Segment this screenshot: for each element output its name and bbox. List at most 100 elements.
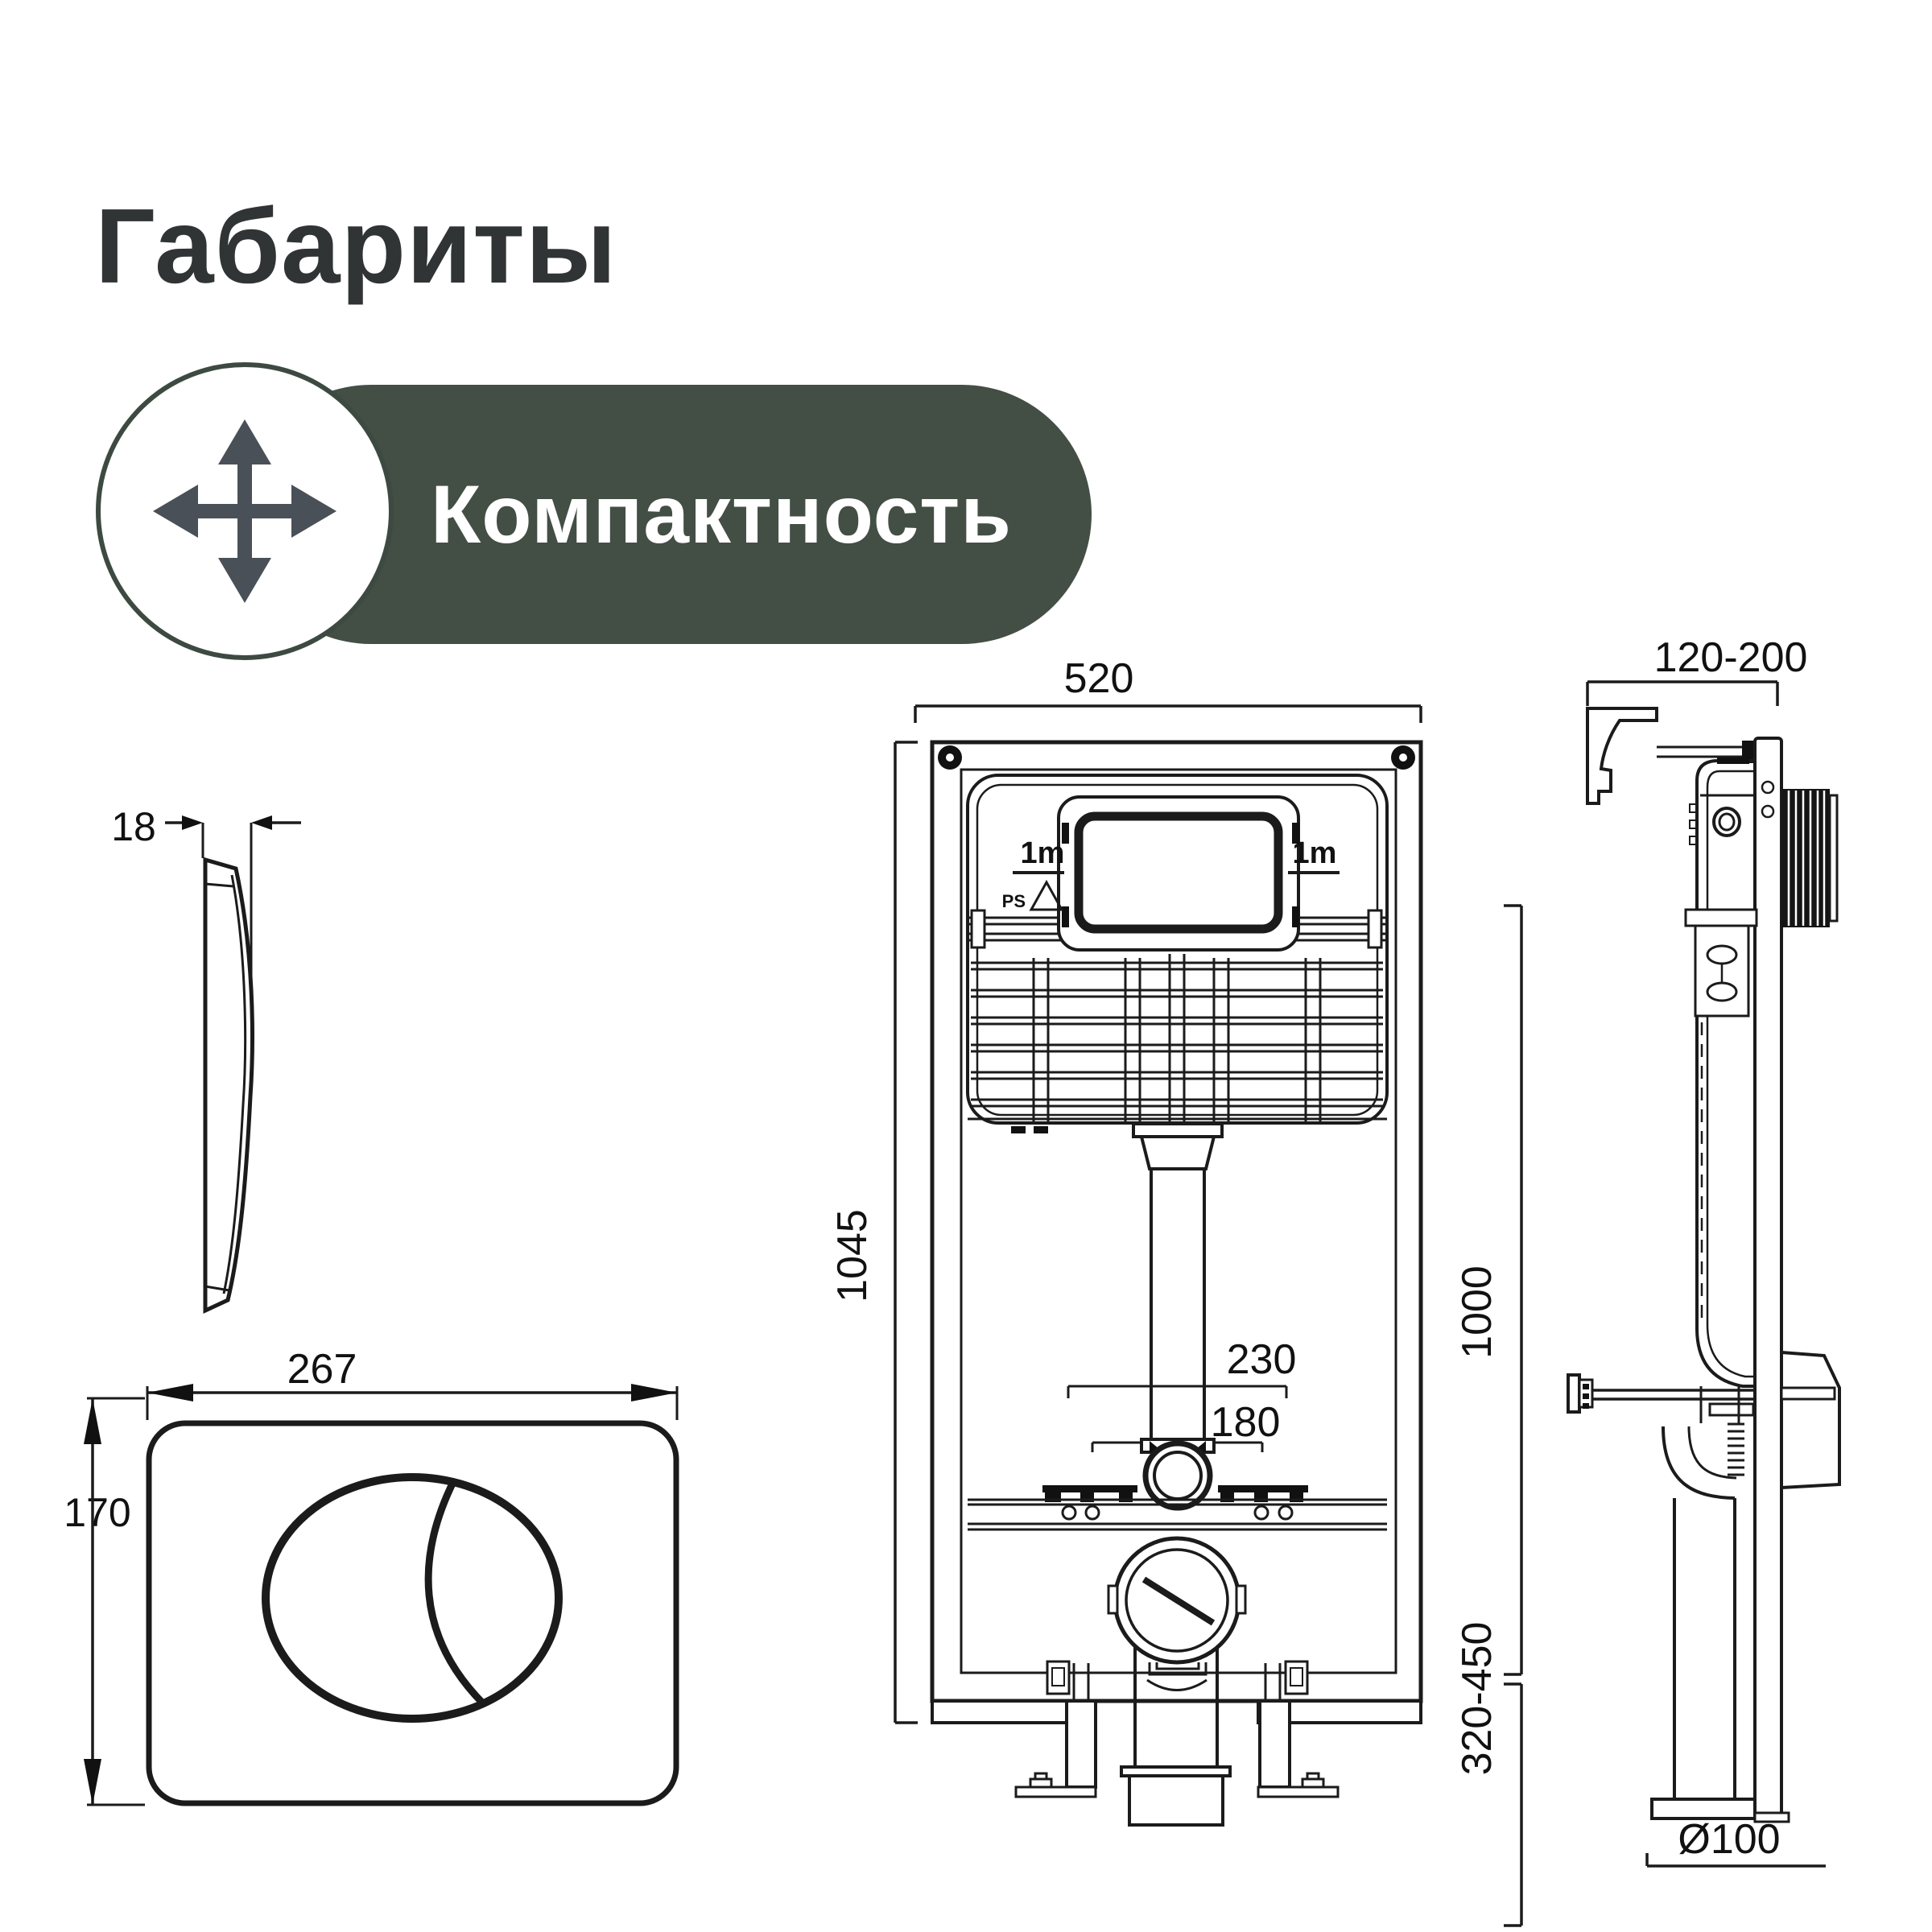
fixing-plate xyxy=(1218,1485,1308,1492)
dimension-line xyxy=(1504,904,1523,1676)
duct-plate xyxy=(1780,1386,1836,1401)
wall-bracket xyxy=(1586,707,1658,805)
plate-profile-inner-curve xyxy=(222,874,247,1294)
dim-spacing-upper: 230 xyxy=(1067,1336,1297,1398)
arrowhead xyxy=(631,1384,677,1402)
window-tab xyxy=(1292,823,1299,844)
access-window-inner xyxy=(1074,811,1283,934)
leg-extensions xyxy=(1072,1663,1282,1701)
elbow-outer-arc xyxy=(1662,1426,1736,1500)
dim-depth-range: 120-200 xyxy=(1586,634,1808,706)
bar-screw xyxy=(1761,780,1775,795)
tank-notches xyxy=(1689,803,1698,845)
dim-plate-width: 267 xyxy=(146,1346,679,1420)
cistern-inner xyxy=(976,783,1379,1117)
bolt-hole xyxy=(1061,1505,1077,1521)
arrow-left xyxy=(153,485,198,538)
outlet-box xyxy=(1128,1774,1224,1827)
dim-text-plate-height: 170 xyxy=(64,1490,130,1535)
arrowhead xyxy=(84,1398,101,1444)
dim-text-thickness: 18 xyxy=(111,804,156,849)
bar-screw xyxy=(1761,804,1775,819)
badge-icon-circle xyxy=(96,362,394,660)
bar-foot xyxy=(1753,1811,1790,1823)
dim-outlet-range: 320-450 xyxy=(1454,1622,1523,1927)
drain-clip xyxy=(1235,1584,1247,1615)
adjustable-leg xyxy=(1065,1699,1097,1789)
arrowhead xyxy=(182,815,203,830)
dimension-underline xyxy=(1645,1853,1826,1868)
flush-button-divider xyxy=(424,1480,486,1707)
plate-rim-lines xyxy=(204,882,234,1292)
drain-socket-arc xyxy=(1146,1678,1208,1691)
rail-tab xyxy=(970,909,986,949)
bolt-hole xyxy=(1278,1505,1294,1521)
leg-clamp xyxy=(1284,1660,1309,1695)
dim-frame-width: 520 xyxy=(914,655,1422,723)
frame-side-view: 120-200 xyxy=(1567,634,1841,1868)
arrow-up xyxy=(218,419,271,464)
drain-clip xyxy=(1107,1584,1119,1615)
support-rod xyxy=(1575,1389,1753,1401)
rod-flange xyxy=(1567,1373,1581,1414)
material-mark: PS xyxy=(1002,891,1026,911)
rib-columns xyxy=(1032,954,1322,1124)
dim-text-180: 180 xyxy=(1211,1399,1281,1446)
fixing-plate xyxy=(1042,1485,1137,1492)
dim-text-depth: 120-200 xyxy=(1654,634,1808,681)
drain-opening-inner xyxy=(1125,1548,1229,1653)
extension-line xyxy=(146,1386,679,1420)
plate-side-view: 18 xyxy=(111,804,301,1314)
screw-dot xyxy=(946,753,954,762)
arrowhead xyxy=(251,815,272,830)
bolt-holes xyxy=(1061,1505,1294,1521)
dim-text-total-height: 1045 xyxy=(829,1209,876,1302)
button-shaft-hole-inner xyxy=(1718,812,1736,832)
dimension-line xyxy=(894,741,918,1724)
leg-clamp xyxy=(1046,1660,1071,1695)
flush-button-oval xyxy=(262,1473,563,1723)
dim-pipe-diameter: Ø100 xyxy=(1645,1816,1826,1868)
tank-side-inner xyxy=(1706,770,1755,1378)
bolt-hole xyxy=(1253,1505,1269,1521)
move-arrows-icon xyxy=(153,419,336,603)
rod-bracket xyxy=(1708,1402,1755,1417)
drain-bracket xyxy=(1148,1662,1208,1676)
plate-profile-outline xyxy=(203,857,254,1314)
extension-line xyxy=(87,1397,145,1806)
meter-marks: 1m 1m PS xyxy=(1002,836,1340,911)
adjustable-leg xyxy=(1258,1699,1291,1789)
dim-text-plate-width: 267 xyxy=(287,1346,357,1393)
page-title: Габариты xyxy=(95,187,617,305)
pipe-collar xyxy=(1139,1135,1216,1170)
window-tab xyxy=(1062,823,1069,844)
frame-inner xyxy=(960,768,1397,1674)
dim-text-230: 230 xyxy=(1227,1336,1297,1383)
window-tab xyxy=(1062,906,1069,927)
dimension-line xyxy=(1586,680,1779,706)
pipe-collar-bottom xyxy=(1650,1798,1757,1820)
block-side-plate xyxy=(1828,794,1839,923)
rail-tab xyxy=(1367,909,1383,949)
seal-corrugation xyxy=(1728,1422,1744,1476)
bracket-arm xyxy=(1657,745,1748,758)
dimension-line xyxy=(1067,1385,1288,1398)
bolt-hole xyxy=(1084,1505,1100,1521)
corner-screws xyxy=(938,745,1415,770)
icon-cross-horizontal xyxy=(188,504,301,518)
dim-frame-total-height: 1045 xyxy=(829,741,918,1724)
dimension-line xyxy=(914,704,1422,723)
flush-pipe xyxy=(1150,1169,1206,1439)
window-tabs xyxy=(1062,823,1299,927)
block-hatching xyxy=(1787,791,1826,926)
leg-clamp-bolt xyxy=(1051,1667,1065,1686)
tank-top-tab xyxy=(1717,758,1749,764)
foot-plate xyxy=(1257,1785,1340,1798)
plate-profile xyxy=(203,857,254,1314)
button-shaft-hole xyxy=(1712,807,1741,837)
dim-text-diameter: Ø100 xyxy=(1678,1816,1780,1863)
arrow-down xyxy=(218,558,271,603)
dimension-line xyxy=(1504,1682,1523,1927)
